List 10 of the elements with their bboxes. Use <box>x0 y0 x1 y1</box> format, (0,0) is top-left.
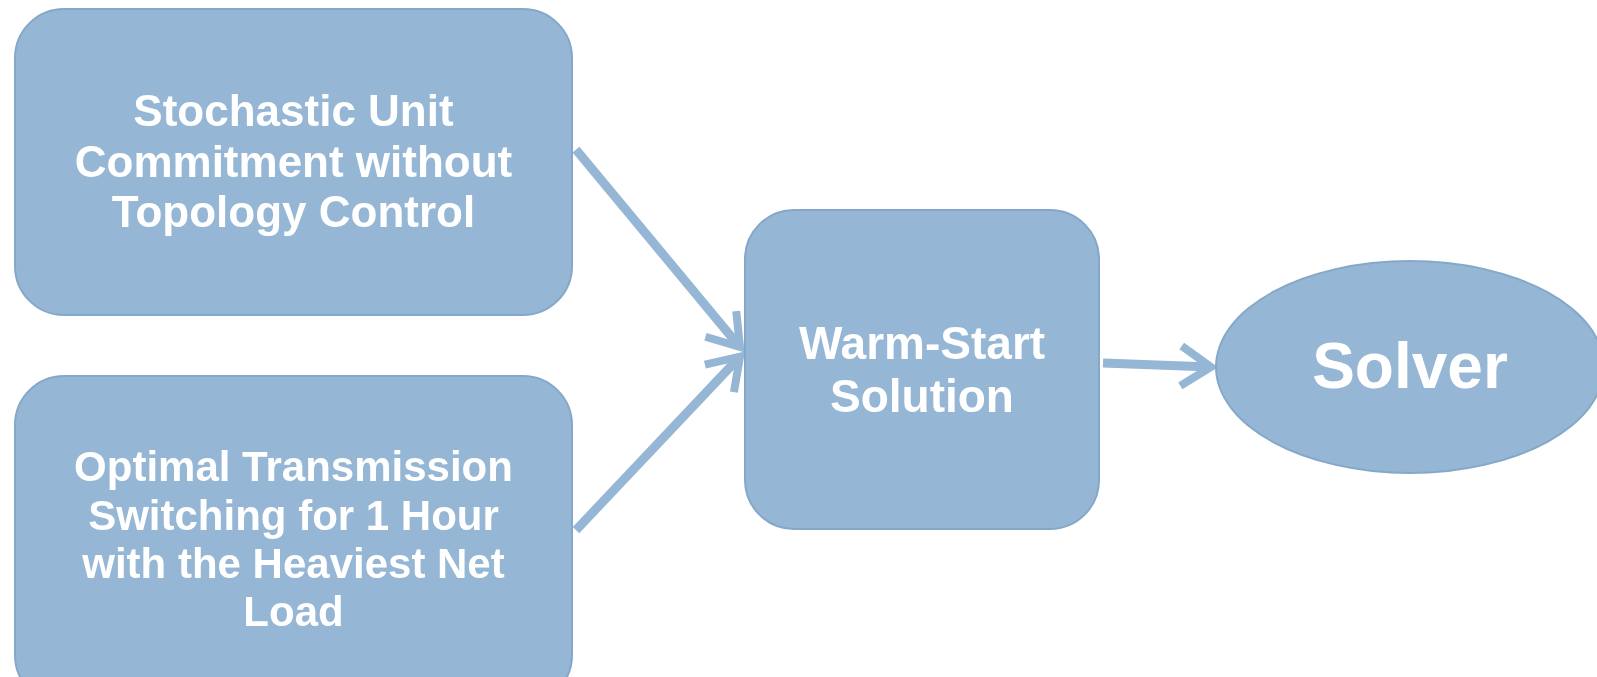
process-box <box>744 209 1100 530</box>
node-label: Solver <box>1311 330 1509 404</box>
process-box <box>14 375 573 677</box>
node-label: Stochastic Unit Commitment without Topology Control <box>73 86 514 238</box>
arrow <box>1102 341 1215 390</box>
node-label: Warm-Start Solution <box>797 316 1047 423</box>
node-label: Optimal Transmission Switching for 1 Hour with the Heaviest Net Load <box>73 443 514 637</box>
arrow <box>572 352 744 534</box>
arrow <box>572 146 744 352</box>
process-box <box>14 8 573 316</box>
